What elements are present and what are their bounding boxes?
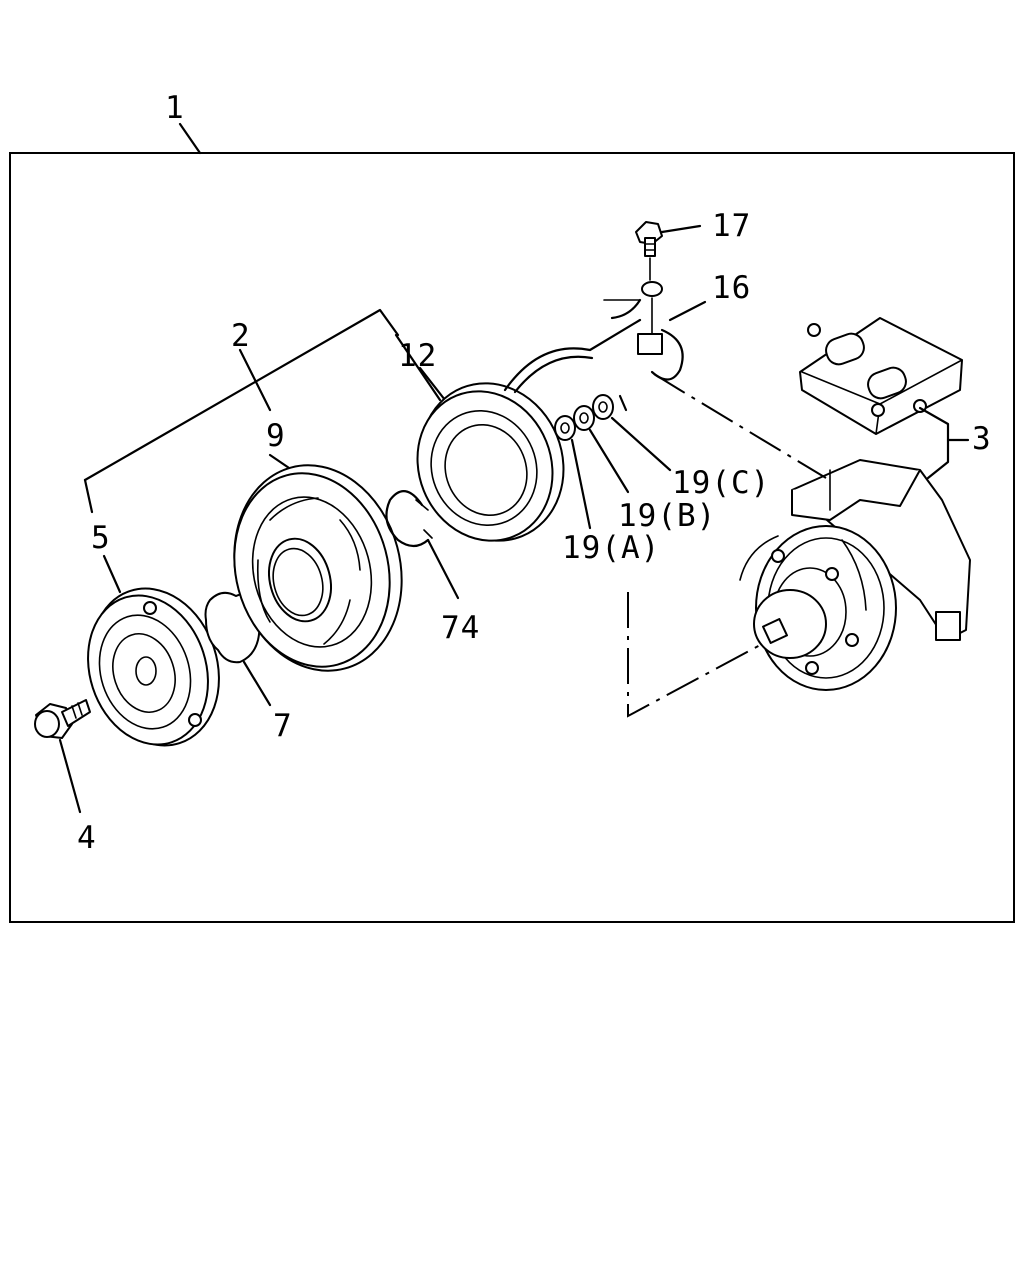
- washer-19b: [573, 405, 630, 494]
- callout-4: 4: [77, 820, 97, 856]
- pulley-part: [233, 464, 403, 672]
- assembly-frame: [9, 152, 1015, 923]
- leader-1: [178, 122, 202, 155]
- callout-12: 12: [398, 338, 437, 374]
- callout-7: 7: [273, 708, 293, 744]
- bolt-part: [34, 699, 91, 814]
- valve-cover-part: [799, 317, 970, 480]
- callout-17: 17: [712, 208, 751, 244]
- callout-16: 16: [712, 270, 751, 306]
- compressor-body: [739, 459, 971, 691]
- snap-ring-part: [385, 490, 460, 600]
- connector-part: [603, 281, 707, 381]
- callout-3: 3: [972, 421, 992, 457]
- washer-19a: [554, 415, 592, 530]
- callout-5: 5: [91, 520, 111, 556]
- hub-plate-part: [87, 554, 220, 747]
- callout-19a: 19(A): [562, 530, 660, 566]
- field-coil-part: [394, 318, 642, 542]
- callout-19c: 19(C): [672, 465, 770, 501]
- callout-74: 74: [441, 610, 480, 646]
- callout-19b: 19(B): [618, 498, 716, 534]
- assembly-lines: [627, 373, 827, 718]
- callout-1: 1: [165, 90, 185, 126]
- callout-2: 2: [231, 318, 251, 354]
- washer-19c: [592, 394, 672, 472]
- callout-9: 9: [266, 418, 286, 454]
- screw-part: [635, 221, 702, 281]
